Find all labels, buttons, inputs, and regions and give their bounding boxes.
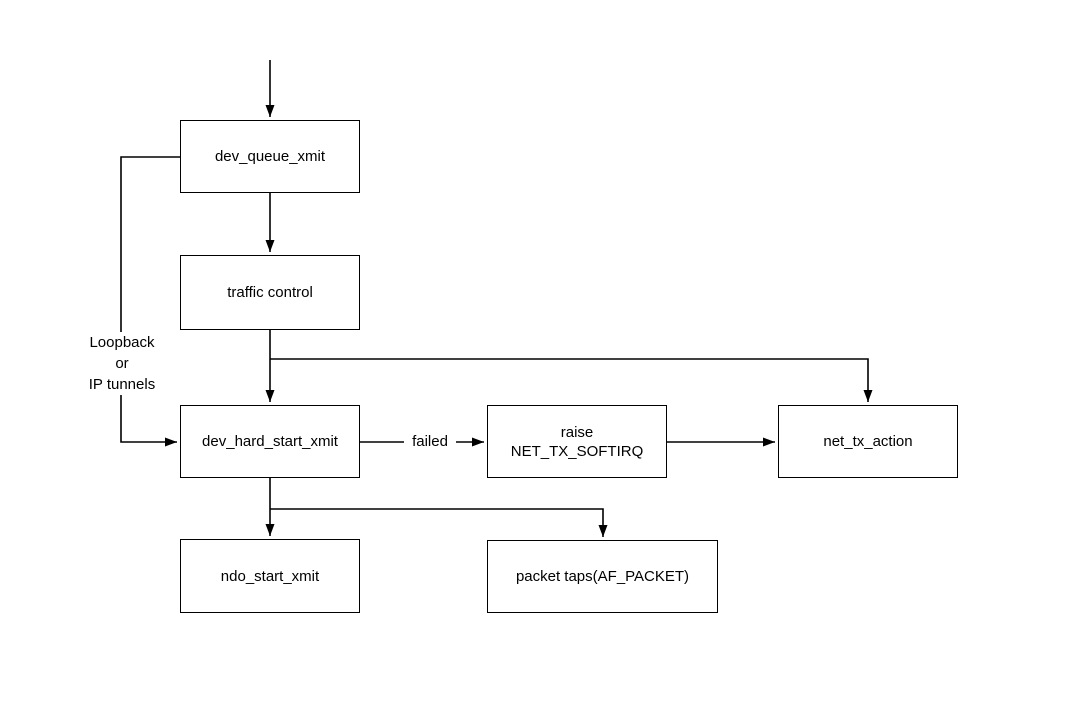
edge-dev-hard-start-xmit-to-packet-taps [270,508,608,537]
node-dev-queue-xmit: dev_queue_xmit [180,120,360,193]
node-ndo-start-xmit-label: ndo_start_xmit [220,567,320,585]
edge-label-loopback-or-ip-tunnels: Loopback or IP tunnels [62,332,182,395]
node-raise-net-tx-softirq: raise NET_TX_SOFTIRQ [487,405,667,478]
node-net-tx-action-label: net_tx_action [823,433,913,450]
node-dev-hard-start-xmit-label: dev_hard_start_xmit [202,433,338,450]
node-dev-hard-start-xmit: dev_hard_start_xmit [180,405,360,478]
node-dev-queue-xmit-label: dev_queue_xmit [214,148,326,165]
edge-traffic-control-to-net-tx-action [270,358,873,402]
node-net-tx-action: net_tx_action [778,405,958,478]
node-packet-taps: packet taps(AF_PACKET) [487,540,718,613]
edge-label-failed: failed [404,433,456,451]
node-packet-taps-label: packet taps(AF_PACKET) [515,568,690,585]
node-traffic-control: traffic control [180,255,360,330]
node-raise-net-tx-softirq-label: raise NET_TX_SOFTIRQ [510,423,644,460]
node-traffic-control-label: traffic control [227,284,313,301]
node-ndo-start-xmit: ndo_start_xmit [180,539,360,613]
edge-loopback-dev-queue-xmit-to-dev-hard-start-xmit [120,156,180,447]
